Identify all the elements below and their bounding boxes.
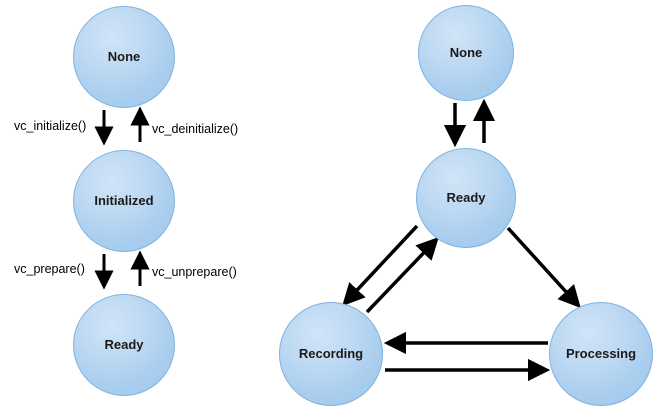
node-none-right[interactable]: None bbox=[418, 5, 514, 101]
edge-label-vc-initialize: vc_initialize() bbox=[14, 119, 87, 133]
node-label: Processing bbox=[565, 345, 637, 361]
node-processing[interactable]: Processing bbox=[549, 302, 653, 406]
node-ready-left[interactable]: Ready bbox=[73, 294, 175, 396]
arrow-r-ready-to-recording bbox=[342, 224, 419, 307]
node-label: None bbox=[107, 48, 141, 64]
node-label: None bbox=[449, 44, 483, 60]
node-label: Ready bbox=[446, 189, 486, 205]
arrow-r-recording-to-ready bbox=[365, 236, 439, 314]
node-recording[interactable]: Recording bbox=[279, 302, 383, 406]
arrow-r-ready-to-processing bbox=[506, 226, 581, 309]
edge-label-vc-prepare: vc_prepare() bbox=[14, 262, 85, 276]
edge-label-vc-deinitialize: vc_deinitialize() bbox=[152, 122, 239, 136]
edge-label-vc-unprepare: vc_unprepare() bbox=[152, 265, 237, 279]
node-initialized[interactable]: Initialized bbox=[73, 150, 175, 252]
node-label: Ready bbox=[104, 336, 144, 352]
node-label: Initialized bbox=[94, 192, 154, 208]
node-label: Recording bbox=[298, 345, 364, 361]
node-ready-right[interactable]: Ready bbox=[416, 148, 516, 248]
node-none-left[interactable]: None bbox=[73, 6, 175, 108]
